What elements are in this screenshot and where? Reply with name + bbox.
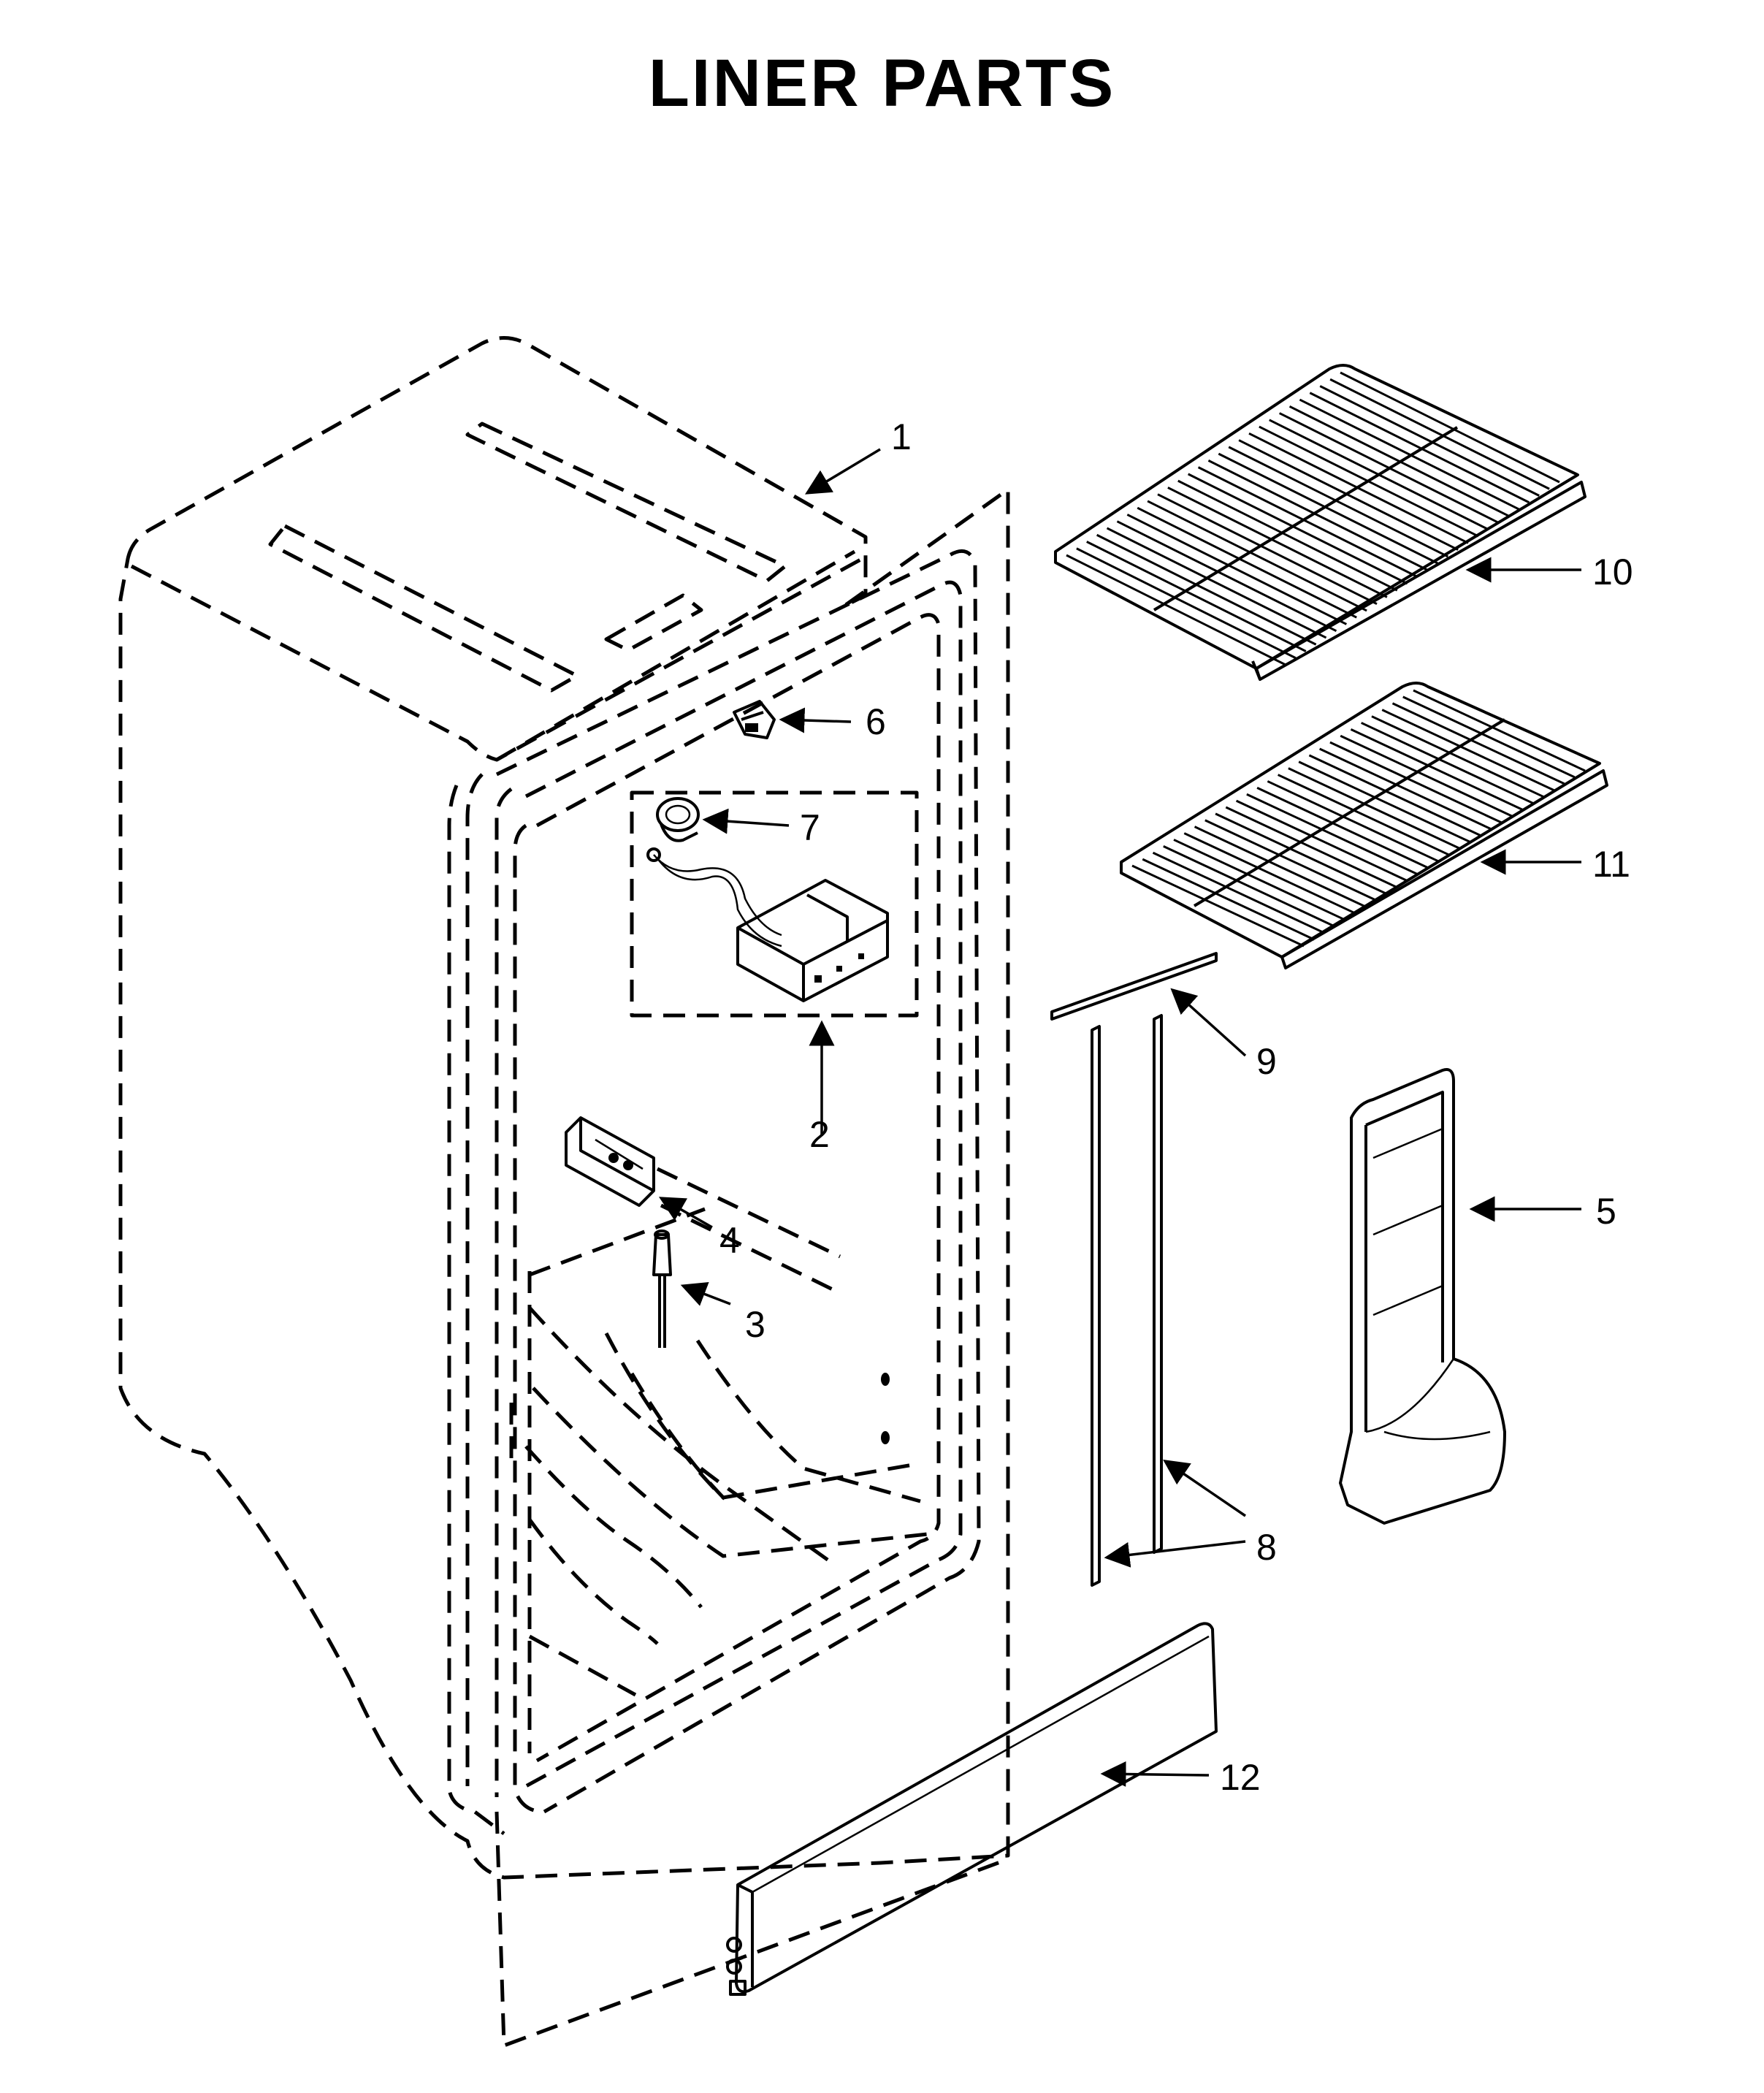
shelf-bar <box>1096 533 1317 646</box>
shelf-bar <box>1256 786 1429 869</box>
shelf-bar <box>1340 371 1560 484</box>
wire-shelf-lower <box>1120 682 1608 969</box>
callouts: 1 2 3 4 5 6 7 8 9 10 11 12 <box>719 416 1633 1798</box>
shelf-bar <box>1173 839 1346 921</box>
shelf-bar <box>1381 709 1554 792</box>
shelf-bar <box>1066 554 1286 666</box>
shelf-bar <box>1183 832 1356 915</box>
shelf-bar <box>1177 479 1398 592</box>
shelf-bar <box>1309 392 1530 504</box>
callout-3: 3 <box>745 1304 765 1345</box>
callout-9: 9 <box>1256 1041 1277 1082</box>
shelf-bar <box>1267 780 1440 863</box>
shelf-bar <box>1126 514 1348 625</box>
shelf-bar <box>1207 460 1429 571</box>
diagram-title: LINER PARTS <box>648 46 1116 121</box>
bottom-trim <box>726 1622 1218 1996</box>
wire-shelf-upper <box>1054 364 1587 681</box>
shelf-bar <box>1246 793 1419 876</box>
shelf-bar <box>1167 487 1388 598</box>
shelf-bar <box>1163 845 1336 928</box>
shelf-bar <box>1329 741 1503 824</box>
shelf-bar <box>1157 493 1378 606</box>
callout-11: 11 <box>1592 844 1630 885</box>
shelf-bar <box>1076 547 1297 660</box>
shelf-bar <box>1137 506 1357 619</box>
shelf-bar <box>1299 398 1520 511</box>
shelf-bar <box>1197 466 1419 578</box>
shelf-bar <box>1319 747 1492 831</box>
callout-4: 4 <box>719 1220 740 1261</box>
callout-2: 2 <box>809 1114 830 1155</box>
callout-6: 6 <box>866 701 886 742</box>
shelf-bar <box>1116 520 1337 633</box>
shelf-bar <box>1371 715 1544 798</box>
shelf-bar <box>1319 385 1540 497</box>
shelf-bar <box>1147 500 1367 612</box>
shelf-bars-lower <box>1131 689 1586 948</box>
door-panel <box>1339 1068 1506 1525</box>
shelf-bar <box>1391 702 1565 785</box>
shelf-bar <box>1308 754 1482 837</box>
shelf-bar <box>1106 527 1327 639</box>
leader-lines <box>658 448 1581 1787</box>
liner <box>118 336 1010 2048</box>
callout-5: 5 <box>1596 1191 1616 1232</box>
shelf-bar <box>1340 734 1513 817</box>
shelf-bar <box>1215 812 1388 896</box>
shelf-bar <box>1298 760 1471 844</box>
shelf-bars-upper <box>1066 371 1560 666</box>
shelf-bar <box>1402 695 1576 779</box>
shelf-bar <box>1238 439 1459 551</box>
shelf-bar <box>1235 799 1409 882</box>
shelf-bar <box>1218 452 1439 565</box>
shelf-bar <box>1152 851 1326 934</box>
shelf-bar <box>1225 806 1398 889</box>
light-socket <box>733 700 776 739</box>
control-housing <box>630 790 919 1018</box>
callout-12: 12 <box>1220 1757 1261 1798</box>
callout-1: 1 <box>891 416 912 457</box>
shelf-bar <box>1329 378 1550 490</box>
shelf-bar <box>1086 541 1307 652</box>
shelf-bar <box>1361 722 1534 804</box>
thermostat-knob <box>656 797 700 842</box>
sensor-probe <box>652 1230 672 1348</box>
shelf-bar <box>1228 446 1448 558</box>
shelf-bar <box>1288 767 1461 850</box>
trim-strip-short <box>1050 952 1218 1021</box>
shelf-bar <box>1277 774 1451 856</box>
bracket <box>565 1116 655 1207</box>
shelf-bar <box>1142 858 1315 941</box>
shelf-bar <box>1204 819 1378 902</box>
shelf-bar <box>1194 826 1367 909</box>
callout-10: 10 <box>1592 552 1633 592</box>
shelf-bar <box>1187 473 1408 585</box>
callout-8: 8 <box>1256 1527 1277 1568</box>
shelf-bar <box>1131 864 1305 948</box>
callout-7: 7 <box>800 807 820 848</box>
shelf-bar <box>1413 689 1586 772</box>
trim-strips-vertical <box>1091 1014 1163 1587</box>
shelf-bar <box>1350 728 1524 811</box>
